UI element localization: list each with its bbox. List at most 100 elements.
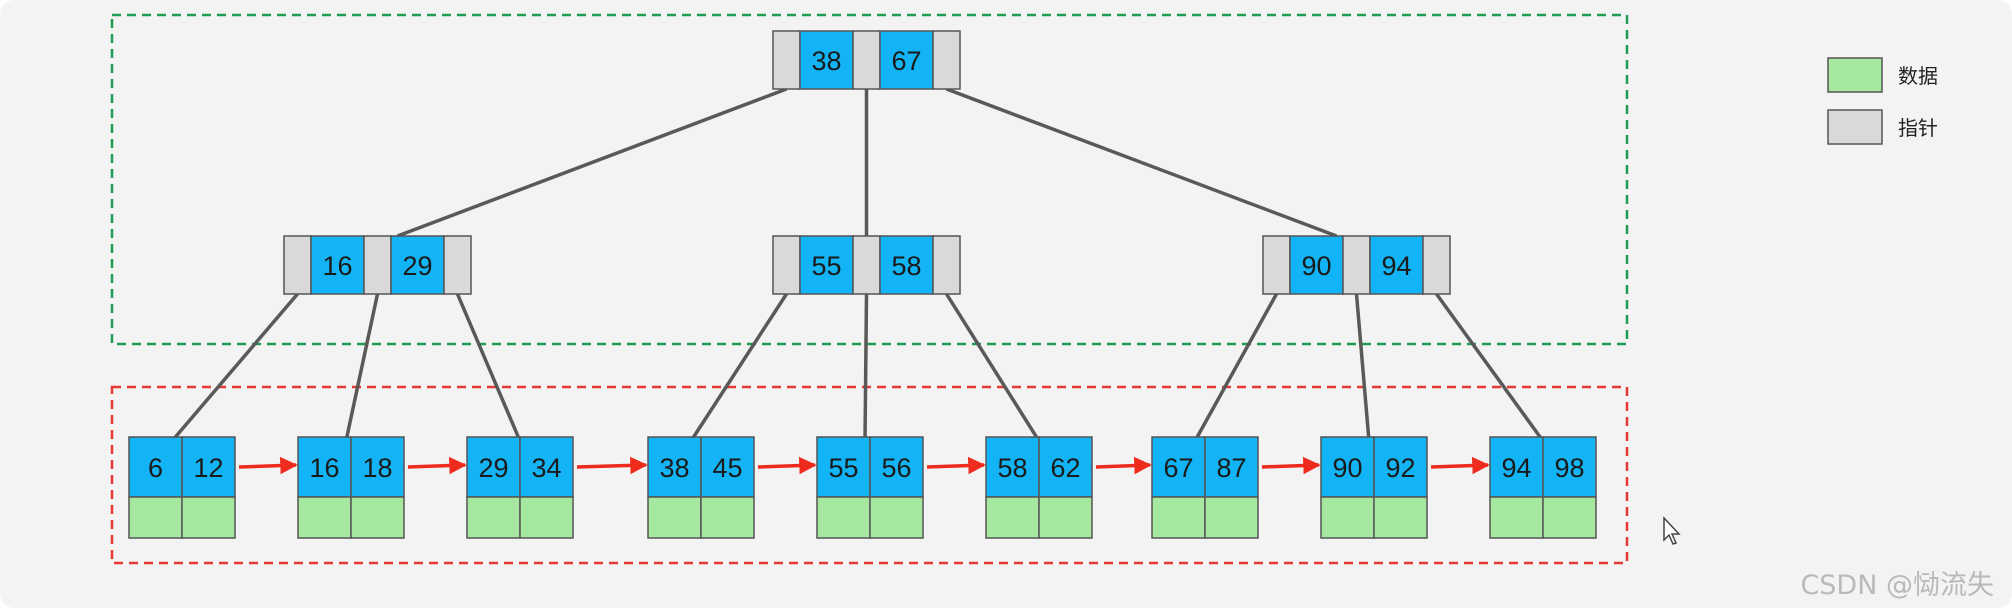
tree-edge bbox=[396, 87, 788, 238]
pointer-cell bbox=[363, 235, 392, 295]
leaf-region-box bbox=[110, 385, 1629, 565]
tree-edge bbox=[170, 292, 299, 443]
tree-edge bbox=[1435, 292, 1545, 443]
tree-edge bbox=[689, 293, 788, 442]
leaf-link-arrow bbox=[926, 456, 986, 475]
tree-edge bbox=[945, 293, 1041, 442]
leaf-node: 94 98 bbox=[1489, 436, 1597, 539]
leaf-key-label: 12 bbox=[193, 453, 223, 483]
leaf-link-arrow bbox=[238, 456, 298, 475]
key-label: 67 bbox=[891, 46, 921, 76]
leaf-data-cell bbox=[1320, 496, 1375, 539]
leaf-key-label: 87 bbox=[1216, 453, 1246, 483]
pointer-cell bbox=[932, 235, 961, 295]
leaf-data-cell bbox=[297, 496, 352, 539]
leaf-data-cell bbox=[350, 496, 405, 539]
legend-label-pointer: 指针 bbox=[1898, 116, 1938, 140]
leaf-key-label: 55 bbox=[828, 453, 858, 483]
leaf-node: 55 56 bbox=[816, 436, 924, 539]
leaf-key-label: 90 bbox=[1332, 453, 1362, 483]
leaf-key-label: 67 bbox=[1163, 453, 1193, 483]
leaf-link-arrow bbox=[576, 456, 648, 475]
leaf-key-label: 38 bbox=[659, 453, 689, 483]
leaf-key-label: 56 bbox=[881, 453, 911, 483]
leaf-link-arrow bbox=[757, 456, 817, 475]
index-region-box bbox=[110, 13, 1629, 346]
leaf-key-label: 98 bbox=[1554, 453, 1584, 483]
leaf-key-cell bbox=[985, 436, 1040, 498]
legend-swatch-pointer bbox=[1827, 109, 1883, 145]
leaf-data-cell bbox=[869, 496, 924, 539]
key-label: 58 bbox=[891, 251, 921, 281]
leaf-data-cell bbox=[1542, 496, 1597, 539]
leaf-key-label: 92 bbox=[1385, 453, 1415, 483]
key-cell bbox=[799, 235, 854, 295]
legend-swatch-data bbox=[1827, 57, 1883, 93]
key-cell bbox=[879, 235, 934, 295]
leaf-data-cell bbox=[1204, 496, 1259, 539]
leaf-node: 67 87 bbox=[1151, 436, 1259, 539]
tree-edge bbox=[455, 293, 522, 442]
pointer-cell bbox=[443, 235, 472, 295]
leaf-link-arrow bbox=[407, 456, 467, 475]
leaf-data-cell bbox=[1373, 496, 1428, 539]
pointer-cell bbox=[772, 30, 801, 90]
leaf-key-label: 18 bbox=[362, 453, 392, 483]
leaf-key-cell bbox=[1489, 436, 1544, 498]
leaf-data-cell bbox=[1038, 496, 1093, 539]
tree-edge bbox=[1354, 293, 1371, 442]
leaf-key-cell bbox=[1320, 436, 1375, 498]
leaf-key-cell bbox=[1373, 436, 1428, 498]
mouse-pointer-icon bbox=[1663, 516, 1681, 545]
tree-edge bbox=[344, 293, 380, 442]
legend: 数据 指针 bbox=[1827, 57, 1938, 145]
leaf-link-arrow bbox=[1095, 456, 1152, 475]
key-cell bbox=[1289, 235, 1344, 295]
leaf-key-cell bbox=[700, 436, 755, 498]
leaf-data-cell bbox=[1151, 496, 1206, 539]
leaf-key-cell bbox=[519, 436, 574, 498]
leaf-key-cell bbox=[1204, 436, 1259, 498]
internal-node: 55 58 bbox=[772, 235, 961, 295]
pointer-cell bbox=[852, 30, 881, 90]
key-cell bbox=[310, 235, 365, 295]
leaf-key-cell bbox=[869, 436, 924, 498]
pointer-cell bbox=[852, 235, 881, 295]
leaf-key-label: 6 bbox=[148, 453, 163, 483]
key-label: 38 bbox=[811, 46, 841, 76]
leaf-node: 90 92 bbox=[1320, 436, 1428, 539]
watermark: CSDN @恸流失 bbox=[1800, 570, 1994, 601]
key-cell bbox=[799, 30, 854, 90]
pointer-cell bbox=[1422, 235, 1451, 295]
leaf-key-label: 58 bbox=[997, 453, 1027, 483]
pointer-cell bbox=[1262, 235, 1291, 295]
leaf-link-arrow bbox=[1430, 456, 1490, 475]
leaf-key-label: 94 bbox=[1501, 453, 1531, 483]
leaf-key-label: 62 bbox=[1050, 453, 1080, 483]
leaf-key-label: 29 bbox=[478, 453, 508, 483]
key-label: 55 bbox=[811, 251, 841, 281]
leaf-data-cell bbox=[985, 496, 1040, 539]
pointer-cell bbox=[772, 235, 801, 295]
leaf-link-arrow bbox=[1261, 456, 1321, 475]
leaf-data-cell bbox=[816, 496, 871, 539]
key-label: 29 bbox=[402, 251, 432, 281]
tree-edges bbox=[170, 87, 1545, 443]
tree-edge bbox=[1193, 293, 1279, 442]
key-cell bbox=[1369, 235, 1424, 295]
key-label: 94 bbox=[1381, 251, 1411, 281]
leaf-data-cell bbox=[466, 496, 521, 539]
pointer-cell bbox=[1342, 235, 1371, 295]
leaf-node: 58 62 bbox=[985, 436, 1093, 539]
pointer-cell bbox=[932, 30, 961, 90]
leaf-key-cell bbox=[350, 436, 405, 498]
leaf-data-cell bbox=[700, 496, 755, 539]
leaf-links bbox=[238, 456, 1490, 475]
leaf-key-cell bbox=[647, 436, 702, 498]
